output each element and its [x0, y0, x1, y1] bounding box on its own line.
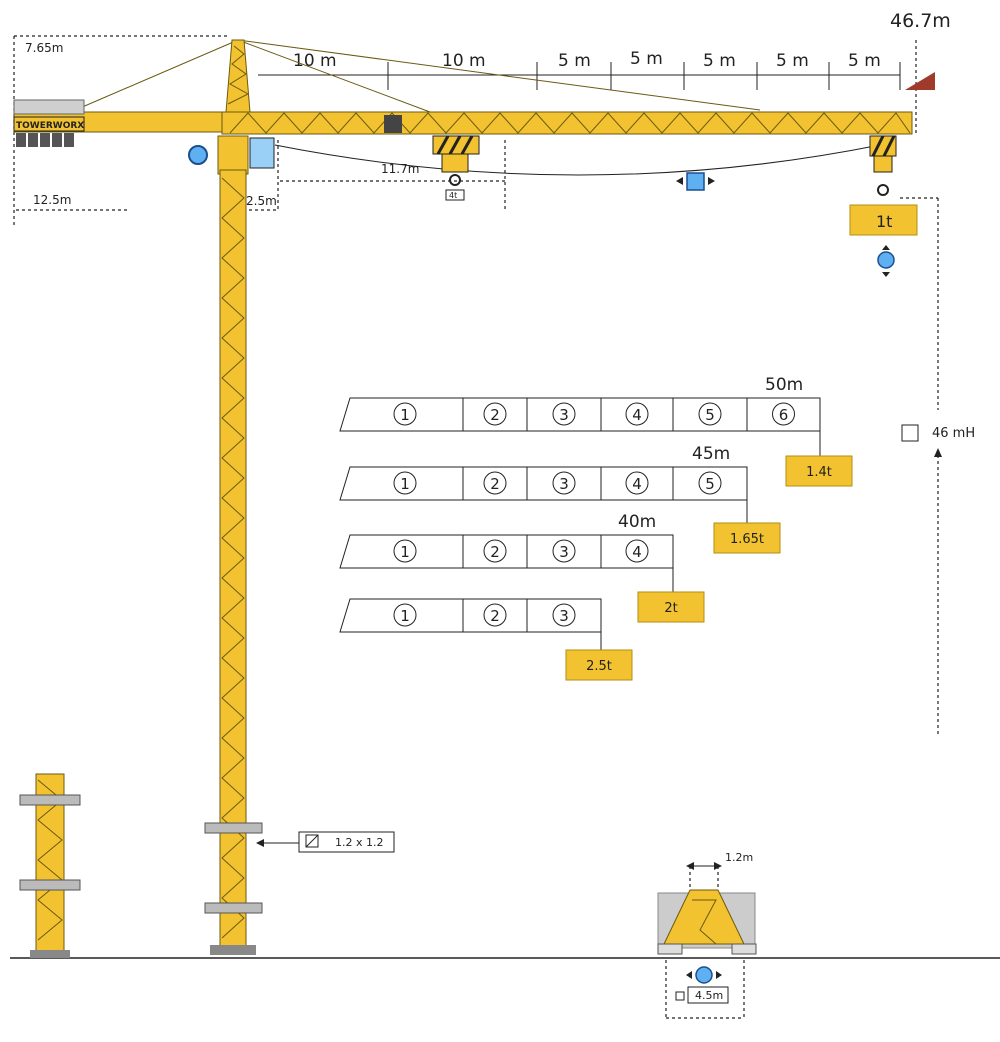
jib-segment-7: 5 m — [848, 51, 881, 71]
base-width-label: 1.2m — [725, 851, 753, 864]
configurations: 1 2 3 4 5 6 1.4t 50m 1 2 3 4 5 1.65t 45m 1 2 3 4 2t 40m 1 2 3 2.… — [339, 375, 853, 681]
jib-segment-5: 5 m — [703, 51, 736, 71]
tip-load-box — [637, 591, 705, 623]
jib-length-label: 50m — [765, 375, 803, 395]
jib-length-label: 40m — [618, 512, 656, 532]
counter-jib-label: 12.5m — [33, 193, 71, 207]
jib-segment-3: 5 m — [558, 51, 591, 71]
section-number: 4 — [632, 475, 642, 493]
section-number: 1 — [400, 543, 410, 561]
section-number: 2 — [490, 543, 500, 561]
jib-length-label: 45m — [692, 444, 730, 464]
jib-segment-dimensions: 10 m 10 m 5 m 5 m 5 m 5 m 5 m — [258, 49, 901, 90]
section-number: 2 — [490, 475, 500, 493]
trolley-load-label: 4t — [449, 191, 457, 200]
tip-load-value: 2t — [664, 601, 677, 616]
under-hook-label: 46 mH — [932, 426, 975, 441]
section-number-circle — [552, 402, 576, 426]
section-number-circle — [483, 402, 507, 426]
section-number-circle — [552, 539, 576, 563]
operator-cab — [249, 137, 275, 169]
section-number: 3 — [559, 406, 569, 424]
top-height-label: 7.65m — [25, 41, 63, 55]
trolley-near: 4t — [432, 135, 480, 201]
section-number-circle — [483, 539, 507, 563]
slew-rotation-icon — [188, 145, 208, 165]
section-number-circle — [772, 402, 795, 426]
section-number: 1 — [400, 607, 410, 625]
max-height-label: 46.7m — [890, 10, 951, 32]
section-number-circle — [625, 539, 649, 563]
section-number: 2 — [490, 406, 500, 424]
height-box-icon — [901, 424, 919, 442]
base-travel-icon — [695, 966, 713, 984]
cab-offset-label: 2.5m — [246, 194, 277, 208]
base-span-label: 4.5m — [695, 989, 723, 1002]
winch-box — [384, 115, 402, 133]
tip-load: 1t — [849, 204, 918, 277]
trolley-tip — [869, 135, 897, 196]
section-number-circle — [393, 603, 417, 627]
brand-plate — [13, 116, 85, 132]
section-number: 6 — [779, 406, 789, 424]
section-number: 1 — [400, 406, 410, 424]
section-number-circle — [625, 402, 649, 426]
jib-segment-1: 10 m — [293, 51, 337, 71]
config-row-outline — [339, 534, 674, 569]
tip-load-value: 2.5t — [586, 659, 612, 674]
section-number-circle — [483, 471, 507, 495]
base-frame: 1.2m 4.5m — [657, 851, 757, 1020]
section-number: 3 — [559, 475, 569, 493]
section-number-circle — [393, 539, 417, 563]
counterweight-box — [13, 99, 85, 115]
jib-segment-2: 10 m — [442, 51, 486, 71]
section-number-circle — [393, 402, 417, 426]
section-number: 5 — [705, 406, 715, 424]
top-dimensions: 7.65m 12.5m 2.5m 11.7m 46.7m — [13, 10, 951, 225]
crane-structure: TOWERWORX — [13, 39, 935, 955]
hoist-icon — [877, 251, 895, 269]
section-number: 3 — [559, 607, 569, 625]
section-number: 1 — [400, 475, 410, 493]
section-number-circle — [393, 471, 417, 495]
jib-segment-4: 5 m — [630, 49, 663, 69]
counterweight-wedge — [905, 72, 935, 90]
mast-section-left — [19, 773, 81, 958]
tip-load-value: 1.4t — [806, 465, 832, 480]
section-number: 2 — [490, 607, 500, 625]
tip-load-box — [713, 522, 781, 554]
section-number-circle — [483, 603, 507, 627]
height-under-hook: 46 mH — [900, 197, 975, 735]
section-number: 4 — [632, 406, 642, 424]
brand-label: TOWERWORX — [16, 121, 84, 131]
section-number: 3 — [559, 543, 569, 561]
section-number: 4 — [632, 543, 642, 561]
config-row-outline — [339, 397, 821, 432]
mast-section-callout: 1.2 x 1.2 — [256, 831, 395, 853]
section-number-circle — [625, 471, 649, 495]
trolley-move-icon — [686, 172, 705, 191]
tip-load-value: 1.65t — [730, 532, 764, 547]
section-number-circle — [698, 471, 722, 495]
tip-load-label: 1t — [876, 212, 892, 231]
section-number: 5 — [705, 475, 715, 493]
mast-section-label: 1.2 x 1.2 — [335, 836, 384, 849]
section-number-circle — [552, 471, 576, 495]
section-number-circle — [698, 402, 722, 426]
section-number-circle — [552, 603, 576, 627]
tip-load-box — [565, 649, 633, 681]
tip-load-box — [785, 455, 853, 487]
jib-segment-6: 5 m — [776, 51, 809, 71]
